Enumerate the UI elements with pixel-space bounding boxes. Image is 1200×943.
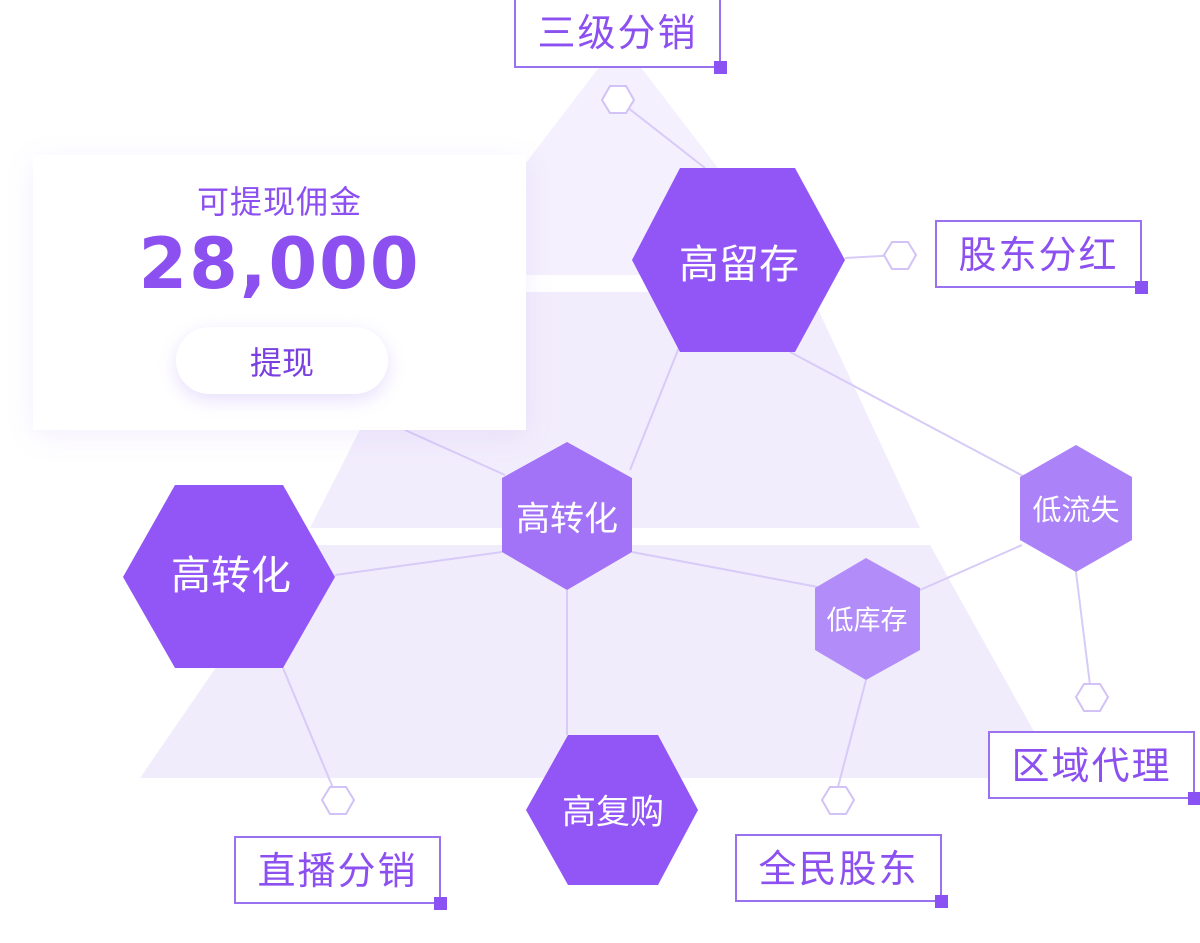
hex-low-churn <box>1020 445 1132 572</box>
hex-low-churn-label: 低流失 <box>1032 493 1120 527</box>
tag-three-level-distribution-label: 三级分销 <box>537 11 698 55</box>
small-hex-icon <box>820 786 856 815</box>
tag-corner-marker <box>1188 792 1200 805</box>
connector-line <box>617 99 706 169</box>
hex-retention <box>632 168 845 352</box>
connector-line <box>919 544 1023 591</box>
tag-three-level-distribution: 三级分销 <box>514 0 727 74</box>
tag-shareholder-dividend-label: 股东分红 <box>958 233 1119 277</box>
hex-conversion-left <box>123 485 335 668</box>
tag-corner-marker <box>714 61 727 74</box>
hex-repurchase <box>526 735 698 885</box>
connector-line <box>404 429 506 476</box>
hex-low-inventory-label: 低库存 <box>826 605 908 637</box>
hex-conversion-center <box>502 442 632 590</box>
small-hex-icon <box>1074 683 1110 712</box>
connector-line <box>334 551 503 576</box>
connector-line <box>1075 571 1091 686</box>
tag-corner-marker <box>1135 281 1148 294</box>
connector-line <box>631 551 819 588</box>
tag-shareholder-dividend: 股东分红 <box>935 220 1148 294</box>
small-hex-icon <box>320 786 356 815</box>
withdraw-card: 可提现佣金 28,000 提现 <box>33 155 526 430</box>
withdraw-amount: 28,000 <box>138 223 421 305</box>
connector-line <box>282 667 334 789</box>
hex-conversion-center-label: 高转化 <box>516 499 618 540</box>
hex-repurchase-label: 高复购 <box>562 792 664 833</box>
small-hex-nodes <box>320 85 1110 815</box>
connector-line <box>789 351 1026 478</box>
small-hex-icon <box>882 241 918 270</box>
connector-line <box>837 679 867 788</box>
connector-lines <box>282 99 1091 789</box>
tag-regional-agent: 区域代理 <box>988 731 1200 805</box>
hex-low-inventory <box>815 558 920 680</box>
hex-nodes <box>123 168 1132 885</box>
tag-live-distribution: 直播分销 <box>234 836 447 910</box>
tag-all-shareholders: 全民股东 <box>735 834 948 908</box>
withdraw-button[interactable]: 提现 <box>176 327 388 394</box>
hex-conversion-left-label: 高转化 <box>171 553 291 599</box>
hex-retention-label: 高留存 <box>679 242 799 288</box>
tag-corner-marker <box>935 895 948 908</box>
tag-corner-marker <box>434 897 447 910</box>
tag-all-shareholders-label: 全民股东 <box>758 847 919 891</box>
small-hex-icon <box>600 85 636 114</box>
tag-regional-agent-label: 区域代理 <box>1011 744 1172 788</box>
withdraw-card-title: 可提现佣金 <box>196 183 362 221</box>
tag-live-distribution-label: 直播分销 <box>257 849 418 893</box>
